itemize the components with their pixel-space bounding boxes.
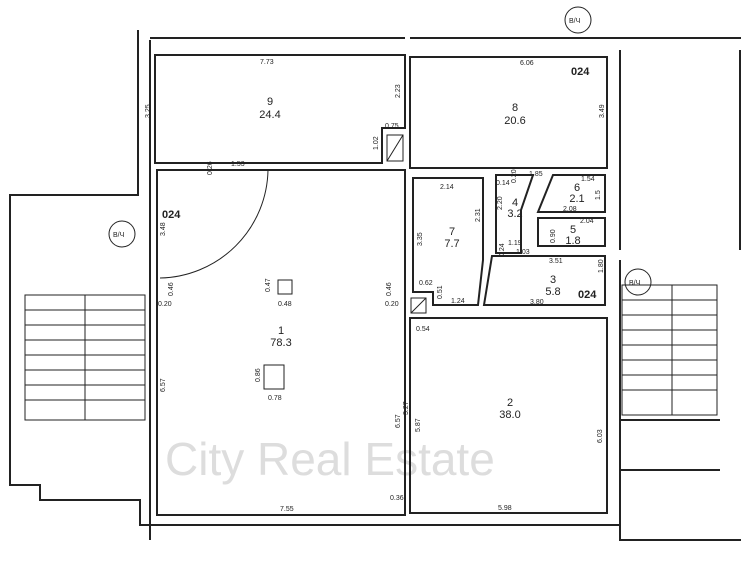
shaft-diagonal xyxy=(410,297,427,314)
dimension-label: 3.35 xyxy=(417,232,424,246)
dimension-label: 3.80 xyxy=(530,299,544,306)
dimension-label: 6.03 xyxy=(597,429,604,443)
dimension-label: 0.14 xyxy=(496,180,510,187)
room-label: 38.0 xyxy=(499,409,520,421)
dimension-label: 0.20 xyxy=(385,301,399,308)
room-label: 9 xyxy=(267,96,273,108)
room-label: 7 xyxy=(449,226,455,238)
room-code: 024 xyxy=(162,209,181,221)
dimension-label: 1.53 xyxy=(231,161,245,168)
dimension-label: 0.86 xyxy=(255,368,262,382)
stairs-right xyxy=(621,284,718,416)
dimension-label: 2.08 xyxy=(563,206,577,213)
shaft-diagonal xyxy=(386,134,404,162)
dimension-label: 0.36 xyxy=(390,495,404,502)
room-label: 2.1 xyxy=(569,193,584,205)
column-icon xyxy=(263,364,285,390)
room-label: 2 xyxy=(507,397,513,409)
column-icon xyxy=(277,279,293,295)
dimension-label: 3.48 xyxy=(160,222,167,236)
room-4 xyxy=(495,174,535,254)
dimension-label: 1.85 xyxy=(529,171,543,178)
dimension-label: 6.57 xyxy=(160,378,167,392)
room-7 xyxy=(412,177,484,306)
riser-label: В/Ч xyxy=(629,280,641,287)
dimension-labels: 7.73 3.25 2.23 0.75 1.02 0.26 1.53 6.06 … xyxy=(145,59,606,513)
room-labels: 924.4 820.6 178.3 238.0 77.7 43.2 62.1 5… xyxy=(259,96,584,421)
room-label: 4 xyxy=(512,197,518,209)
dimension-label: 1.80 xyxy=(598,259,605,273)
room-label: 7.7 xyxy=(444,238,459,250)
dimension-label: 1.19 xyxy=(508,240,522,247)
dimension-label: 0.90 xyxy=(550,229,557,243)
dimension-label: 1.02 xyxy=(373,136,380,150)
room-label: 1 xyxy=(278,325,284,337)
dimension-label: 7.55 xyxy=(280,506,294,513)
outer-walls xyxy=(9,30,741,541)
dimension-label: 3.49 xyxy=(599,104,606,118)
room-label: 5 xyxy=(570,224,576,236)
room-label: 3 xyxy=(550,274,556,286)
shaft-icon xyxy=(386,134,404,162)
dimension-label: 7.73 xyxy=(260,59,274,66)
room-9 xyxy=(154,54,406,164)
room-code: 024 xyxy=(578,289,597,301)
watermark: City Real Estate xyxy=(165,433,495,485)
dimension-label: 1.5 xyxy=(595,190,602,200)
room-5 xyxy=(537,217,606,247)
room-label: 24.4 xyxy=(259,109,280,121)
dimension-label: 2.31 xyxy=(475,208,482,222)
riser-icon xyxy=(624,268,652,296)
stairs-left xyxy=(24,294,146,421)
dimension-label: 0.20 xyxy=(158,301,172,308)
dimension-label: 1.24 xyxy=(451,298,465,305)
room-8 xyxy=(409,56,608,169)
dimension-label: 0.46 xyxy=(386,282,393,296)
dimension-label: 0.24 xyxy=(499,243,506,257)
dimension-label: 2.04 xyxy=(580,218,594,225)
dimension-label: 0.48 xyxy=(278,301,292,308)
dimension-label: 2.20 xyxy=(497,196,504,210)
room-label: 8 xyxy=(512,102,518,114)
dimension-label: 3.25 xyxy=(145,104,152,118)
dimension-label: 0.78 xyxy=(268,395,282,402)
room-2 xyxy=(409,317,608,514)
room-label: 1.8 xyxy=(565,235,580,247)
dimension-label: 6.57 xyxy=(395,414,402,428)
dimension-label: 1.03 xyxy=(516,249,530,256)
dimension-label: 0.20 xyxy=(511,169,518,183)
room-label: 78.3 xyxy=(270,337,291,349)
dimension-label: 0.75 xyxy=(385,123,399,130)
dimension-label: 3.51 xyxy=(549,258,563,265)
dimension-label: 5.87 xyxy=(415,418,422,432)
room-6 xyxy=(536,174,606,213)
dimension-label: 0.46 xyxy=(168,282,175,296)
dimension-label: 0.26 xyxy=(207,161,214,175)
room-label: 20.6 xyxy=(504,115,525,127)
dimension-label: 2.23 xyxy=(395,84,402,98)
door-arc xyxy=(159,169,269,279)
room-1 xyxy=(156,169,406,516)
room-code: 024 xyxy=(571,66,590,78)
riser-label: В/Ч xyxy=(569,18,581,25)
room-label: 6 xyxy=(574,182,580,194)
dimension-label: 3.27 xyxy=(403,401,410,415)
riser-icon xyxy=(108,220,136,248)
room-label: 5.8 xyxy=(545,286,560,298)
dimension-label: 0.47 xyxy=(265,278,272,292)
dimension-label: 0.62 xyxy=(419,280,433,287)
dimension-label: 1.54 xyxy=(581,176,595,183)
dimension-label: 0.51 xyxy=(437,285,444,299)
riser-icon xyxy=(564,6,592,34)
dimension-label: 2.14 xyxy=(440,184,454,191)
room-3 xyxy=(482,255,606,306)
dimension-label: 5.98 xyxy=(498,505,512,512)
room-label: 3.2 xyxy=(507,208,522,220)
dimension-label: 6.06 xyxy=(520,60,534,67)
riser-label: В/Ч xyxy=(113,232,125,239)
shaft-icon xyxy=(410,297,427,314)
dimension-label: 0.54 xyxy=(416,326,430,333)
